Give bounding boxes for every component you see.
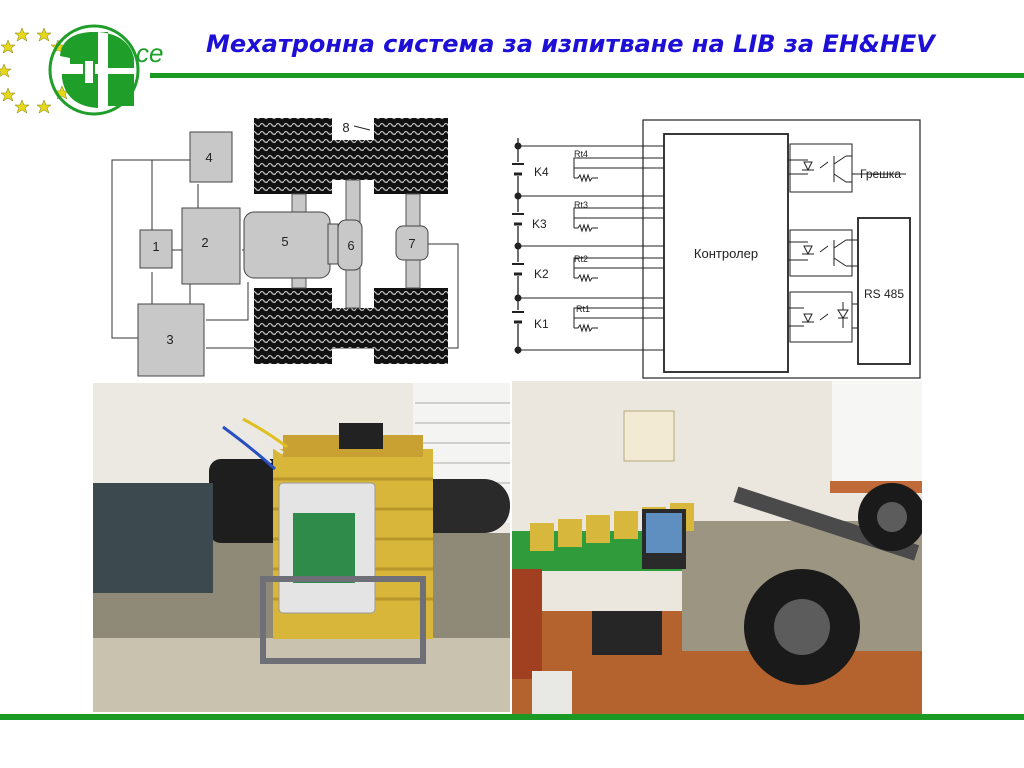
eu-stars xyxy=(0,27,70,114)
block-3 xyxy=(137,303,205,377)
cell-label-k4: K4 xyxy=(534,165,549,179)
star-icon xyxy=(0,63,12,78)
cell-label-k1: K1 xyxy=(534,317,549,331)
wheel-front-rim xyxy=(774,599,830,655)
block-7 xyxy=(395,225,429,261)
label-1: 1 xyxy=(152,239,159,254)
tire-top xyxy=(254,118,448,194)
board-outline xyxy=(642,119,921,379)
label-3: 3 xyxy=(166,332,173,347)
label-7: 7 xyxy=(408,236,415,251)
cell-wires xyxy=(518,145,664,351)
label-2: 2 xyxy=(201,235,208,250)
label-8: 8 xyxy=(342,120,349,135)
star-icon xyxy=(14,27,30,42)
logo-bar xyxy=(83,59,95,85)
bms-board xyxy=(293,513,355,583)
logo: ce xyxy=(0,24,163,116)
bms-circuit-diagram: Контролер K4 K3 K2 K1 Rt4 Rt xyxy=(512,119,921,379)
window xyxy=(832,381,922,491)
label-8-leader xyxy=(353,125,371,131)
rs485-block xyxy=(857,217,911,365)
metal-frame xyxy=(260,576,426,664)
label-4: 4 xyxy=(205,150,212,165)
controller-block xyxy=(663,133,789,373)
wall-panel xyxy=(623,410,675,462)
cell-label-k3: K3 xyxy=(532,217,547,231)
rs485-label: RS 485 xyxy=(864,287,904,301)
connector-clamp xyxy=(339,423,383,449)
star-icon xyxy=(0,87,16,102)
bench-side xyxy=(512,569,542,679)
thermistor-label-rt4: Rt4 xyxy=(574,149,588,159)
block-2 xyxy=(181,207,241,285)
star-icon xyxy=(36,27,52,42)
star-icon xyxy=(0,39,16,54)
wheel-rear-rim xyxy=(877,502,907,532)
block-5-flange xyxy=(327,223,339,265)
cell-label-k2: K2 xyxy=(534,267,549,281)
thermistor-label-rt1: Rt1 xyxy=(576,304,590,314)
controller-label: Контролер xyxy=(694,246,758,261)
mechatronic-scheme-diagram: 1 2 3 4 5 6 7 8 xyxy=(111,118,459,377)
cell-stack xyxy=(512,138,524,354)
laptop-screen xyxy=(646,513,682,553)
label-6: 6 xyxy=(347,238,354,253)
cables xyxy=(231,412,284,465)
logo-ring xyxy=(48,24,140,116)
star-icon xyxy=(36,99,52,114)
bucket xyxy=(532,671,572,714)
title-underline xyxy=(150,73,1024,78)
gearbox xyxy=(592,611,662,655)
thermistor-label-rt3: Rt3 xyxy=(574,200,588,210)
star-icon xyxy=(14,99,30,114)
block-4 xyxy=(189,131,233,183)
optocouplers xyxy=(788,143,906,343)
block-1 xyxy=(139,229,173,269)
logo-text: ce xyxy=(136,38,163,68)
label-5: 5 xyxy=(281,234,288,249)
equipment-left xyxy=(93,483,213,593)
block-6 xyxy=(337,219,363,271)
logo-mark xyxy=(60,32,134,108)
thermistor-label-rt2: Rt2 xyxy=(574,254,588,264)
error-output-label: Грешка xyxy=(860,167,901,181)
footer-rule xyxy=(0,714,1024,720)
page-title: Мехатронна система за изпитване на LIB з… xyxy=(206,30,935,58)
photo-battery-module xyxy=(93,383,510,712)
tire-bottom xyxy=(254,288,448,364)
photo-laboratory-setup xyxy=(512,381,922,714)
table-front xyxy=(93,638,510,712)
